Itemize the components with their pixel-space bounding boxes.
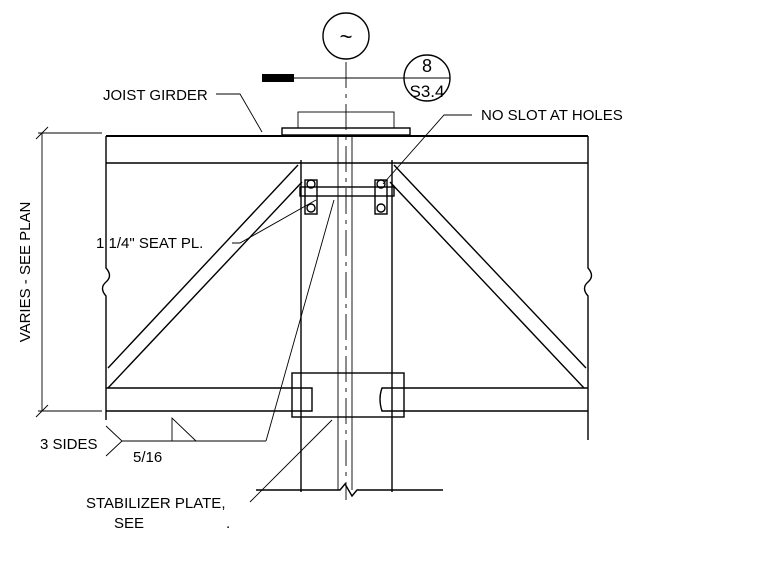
dimension-label: VARIES - SEE PLAN [17,202,34,343]
seat-plate [299,186,395,197]
no-slot-callout: NO SLOT AT HOLES [382,107,623,185]
web-diagonal-right [389,164,587,389]
weld-sides-label: 3 SIDES [40,436,98,453]
stabilizer-label-line2: SEE [114,515,144,532]
stabilizer-label-period: . [226,515,230,532]
seat-plate-label: 1 1/4" SEAT PL. [96,235,203,252]
column-break-line [256,482,443,498]
detail-number: 8 [422,56,432,76]
no-slot-label: NO SLOT AT HOLES [481,107,623,124]
joist-girder-label: JOIST GIRDER [103,87,208,104]
section-arrow-head [262,74,294,82]
detail-reference: 8 S3.4 [262,54,451,102]
bolts [304,179,388,215]
stabilizer-plate [291,372,405,418]
depth-dimension: VARIES - SEE PLAN [17,126,102,418]
seat-plate-callout: 1 1/4" SEAT PL. [96,199,317,252]
joist-girder-bottom-chord [106,387,588,412]
stabilizer-label-line1: STABILIZER PLATE, [86,495,225,512]
weld-symbol: 3 SIDES 5/16 [40,199,335,466]
section-symbol: ~ [340,24,353,49]
web-diagonal-left [107,164,303,389]
detail-sheet: S3.4 [410,82,445,101]
joist-girder-callout: JOIST GIRDER [103,87,263,133]
break-line-left [101,136,111,420]
stabilizer-callout: STABILIZER PLATE, SEE . [86,419,333,532]
joist-girder-top-chord [106,135,588,164]
section-marker: ~ [322,12,370,60]
weld-size-label: 5/16 [133,449,162,466]
break-line-right [583,136,593,440]
